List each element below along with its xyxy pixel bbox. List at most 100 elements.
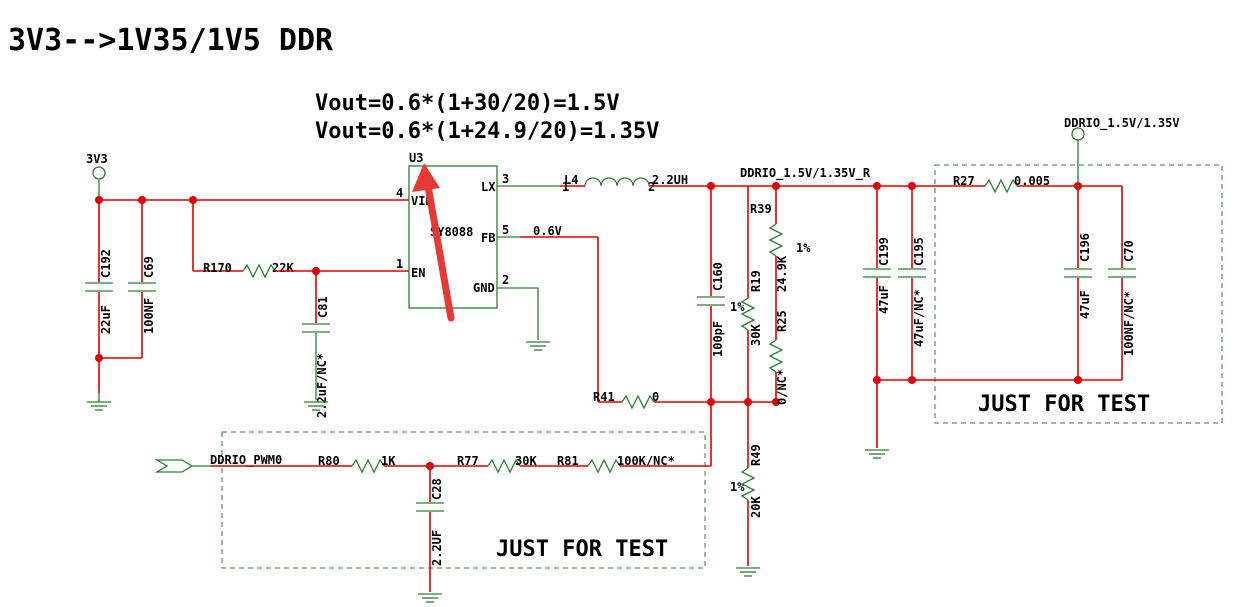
- r81-value: 100K/NC*: [617, 454, 675, 468]
- c196-value: 47uF: [1078, 290, 1092, 319]
- r19-tolerance: 1%: [730, 300, 745, 314]
- capacitor-c195: C195 47uF/NC*: [898, 186, 926, 380]
- resistor-r49: R49 20K 1%: [730, 444, 763, 518]
- pin-en-name: EN: [411, 266, 425, 280]
- r41-value: 0: [652, 390, 659, 404]
- c192-value: 22uF: [99, 305, 113, 334]
- l4-pin1: 1: [562, 180, 569, 194]
- c28-ref: C28: [430, 478, 444, 500]
- c70-ref: C70: [1122, 240, 1136, 262]
- c160-value: 100pF: [711, 321, 725, 357]
- capacitor-c28: C28 2.2UF: [416, 466, 444, 592]
- r19-value: 30K: [749, 324, 763, 346]
- resistor-r27: R27 0.005: [953, 174, 1050, 194]
- test-box-pwm: [221, 431, 706, 569]
- pwm-port: DDRIO_PWM0: [154, 453, 282, 473]
- pin-fb-num: 5: [502, 223, 509, 237]
- test-label-pwm: JUST FOR TEST: [496, 537, 668, 562]
- ground-symbol: [304, 401, 328, 411]
- vin-port: 3V3: [86, 152, 108, 200]
- l4-pin2: 2: [648, 180, 655, 194]
- c195-value: 47uF/NC*: [912, 289, 926, 347]
- r41-ref: R41: [593, 390, 615, 404]
- r77-ref: R77: [457, 454, 479, 468]
- capacitor-c69: C69 100NF: [128, 200, 156, 358]
- capacitor-c196: C196 47uF: [1064, 186, 1092, 380]
- c160-ref: C160: [711, 262, 725, 291]
- r39-value: 24.9K: [775, 255, 789, 292]
- r170-value: 22K: [272, 261, 294, 275]
- pin-gnd-name: GND: [473, 281, 495, 295]
- pwm-net-label: DDRIO_PWM0: [210, 453, 282, 468]
- capacitor-c70: C70 100NF/NC*: [1108, 186, 1136, 380]
- annotation-arrow: [412, 163, 455, 322]
- resistor-r41: R41 0: [593, 390, 659, 410]
- inductor-l4: L4 1 2 2.2UH: [562, 173, 688, 194]
- r81-ref: R81: [557, 454, 579, 468]
- c192-ref: C192: [99, 249, 113, 278]
- pin-fb-name: FB: [481, 231, 495, 245]
- c69-ref: C69: [142, 256, 156, 278]
- resistor-r19: R19 30K 1%: [730, 270, 763, 346]
- r80-ref: R80: [318, 454, 340, 468]
- c70-value: 100NF/NC*: [1122, 291, 1136, 356]
- c195-ref: C195: [912, 237, 926, 266]
- vout-port: DDRIO_1.5V/1.35V: [1064, 116, 1180, 186]
- c199-value: 47uF: [877, 285, 891, 314]
- r27-value: 0.005: [1014, 174, 1050, 188]
- r39-tolerance: 1%: [796, 241, 811, 255]
- r49-tolerance: 1%: [730, 480, 745, 494]
- resistor-r25: R25 0/NC*: [768, 310, 789, 405]
- r170-ref: R170: [203, 261, 232, 275]
- capacitor-c199: C199 47uF: [863, 186, 891, 448]
- capacitor-c81: C81 2.2uF/NC*: [302, 271, 330, 418]
- r25-value: 0/NC*: [775, 369, 789, 405]
- formula-1v5: Vout=0.6*(1+30/20)=1.5V: [315, 91, 620, 116]
- c28-value: 2.2UF: [430, 530, 444, 566]
- ground-symbol: [526, 341, 550, 351]
- r49-ref: R49: [749, 444, 763, 466]
- pin-lx-name: LX: [481, 180, 496, 194]
- vout-net-label: DDRIO_1.5V/1.35V: [1064, 116, 1180, 131]
- r39-ref: R39: [750, 202, 772, 216]
- resistor-r77: R77 30K: [457, 454, 537, 474]
- pin-lx-num: 3: [502, 172, 509, 186]
- r77-value: 30K: [515, 454, 537, 468]
- capacitor-c192: C192 22uF: [85, 200, 113, 393]
- c81-ref: C81: [316, 296, 330, 318]
- vout-r-net-label: DDRIO_1.5V/1.35V_R: [740, 166, 871, 181]
- r27-ref: R27: [953, 174, 975, 188]
- c69-value: 100NF: [142, 298, 156, 334]
- resistor-r80: R80 1K: [318, 454, 396, 474]
- formula-1v35: Vout=0.6*(1+24.9/20)=1.35V: [315, 119, 659, 144]
- capacitor-c160: C160 100pF: [697, 186, 725, 466]
- ground-symbol: [87, 393, 111, 411]
- fb-voltage-label: 0.6V: [533, 224, 562, 238]
- ground-symbol: [736, 567, 760, 577]
- l4-value: 2.2UH: [652, 173, 688, 187]
- r80-value: 1K: [381, 454, 396, 468]
- pin-vin-num: 4: [396, 186, 403, 200]
- c81-value: 2.2uF/NC*: [315, 353, 329, 418]
- u3-part: SY8088: [430, 225, 473, 239]
- ic-u3: U3 SY8088 VIN EN LX FB GND 4 1 3 5 2: [396, 151, 509, 309]
- test-box-output: [934, 164, 1223, 424]
- resistor-r81: R81 100K/NC*: [557, 454, 675, 474]
- pin-gnd-num: 2: [502, 273, 509, 287]
- schematic-title: 3V3-->1V35/1V5 DDR: [8, 23, 334, 58]
- ground-symbol: [865, 449, 889, 459]
- l4-ref: L4: [564, 173, 578, 187]
- r49-value: 20K: [749, 496, 763, 518]
- r25-ref: R25: [775, 310, 789, 332]
- pin-en-num: 1: [396, 257, 403, 271]
- c196-ref: C196: [1078, 233, 1092, 262]
- vin-net-label: 3V3: [86, 152, 108, 166]
- r19-ref: R19: [749, 270, 763, 292]
- resistor-r170: R170 22K: [203, 261, 294, 279]
- c199-ref: C199: [877, 237, 891, 266]
- test-label-output: JUST FOR TEST: [978, 392, 1150, 417]
- ground-symbol: [418, 593, 442, 603]
- u3-ref: U3: [409, 151, 423, 165]
- resistor-r39: R39 24.9K 1%: [750, 202, 811, 292]
